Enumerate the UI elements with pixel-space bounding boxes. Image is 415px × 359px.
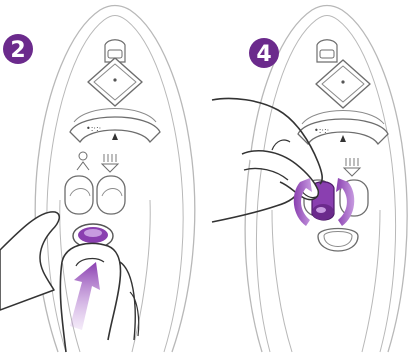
spray-button-left[interactable] <box>97 176 125 214</box>
svg-text:•:·:·: •:·:· <box>314 126 329 135</box>
hand-icon <box>0 212 139 352</box>
step-4-badge: 4 <box>249 38 279 68</box>
button-slot-right <box>318 229 358 252</box>
step-2-panel: •:·:· <box>0 6 195 353</box>
svg-text:•:·:·: •:·:· <box>86 124 101 133</box>
steam-button-icon <box>77 152 89 170</box>
step-2-badge: 2 <box>3 34 33 64</box>
step-4-panel: •:·:· <box>212 6 407 353</box>
steam-burst-button-left[interactable] <box>65 176 93 214</box>
temperature-dial-icon: •:·:· <box>70 109 160 143</box>
step-2-number: 2 <box>10 38 25 63</box>
steam-selector-icon <box>88 58 142 106</box>
step-4-number: 4 <box>256 42 271 67</box>
spray-button-icon <box>344 158 360 176</box>
steam-selector-icon <box>316 60 370 108</box>
spray-button-icon <box>102 154 118 172</box>
temperature-dial-icon: •:·:· <box>298 111 388 145</box>
